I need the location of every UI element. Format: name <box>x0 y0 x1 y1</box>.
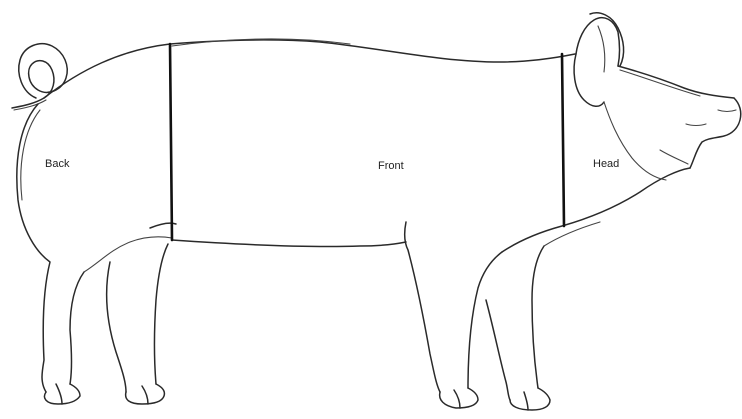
rear-leg-front <box>107 244 168 404</box>
chest-line <box>502 168 690 252</box>
ear <box>574 13 624 107</box>
rump-outline <box>17 104 50 392</box>
rear-leg-back <box>45 272 85 404</box>
region-label-head: Head <box>593 158 619 170</box>
front-leg-back <box>405 222 502 408</box>
belly-line <box>172 240 406 247</box>
front-head-divider <box>562 54 564 226</box>
back-line <box>44 40 575 98</box>
region-label-back: Back <box>45 158 70 170</box>
front-leg-front <box>486 246 550 410</box>
back-front-divider <box>170 44 172 240</box>
snout <box>690 98 741 168</box>
head-top <box>618 66 734 98</box>
region-label-front: Front <box>378 160 404 172</box>
tail <box>12 44 67 110</box>
